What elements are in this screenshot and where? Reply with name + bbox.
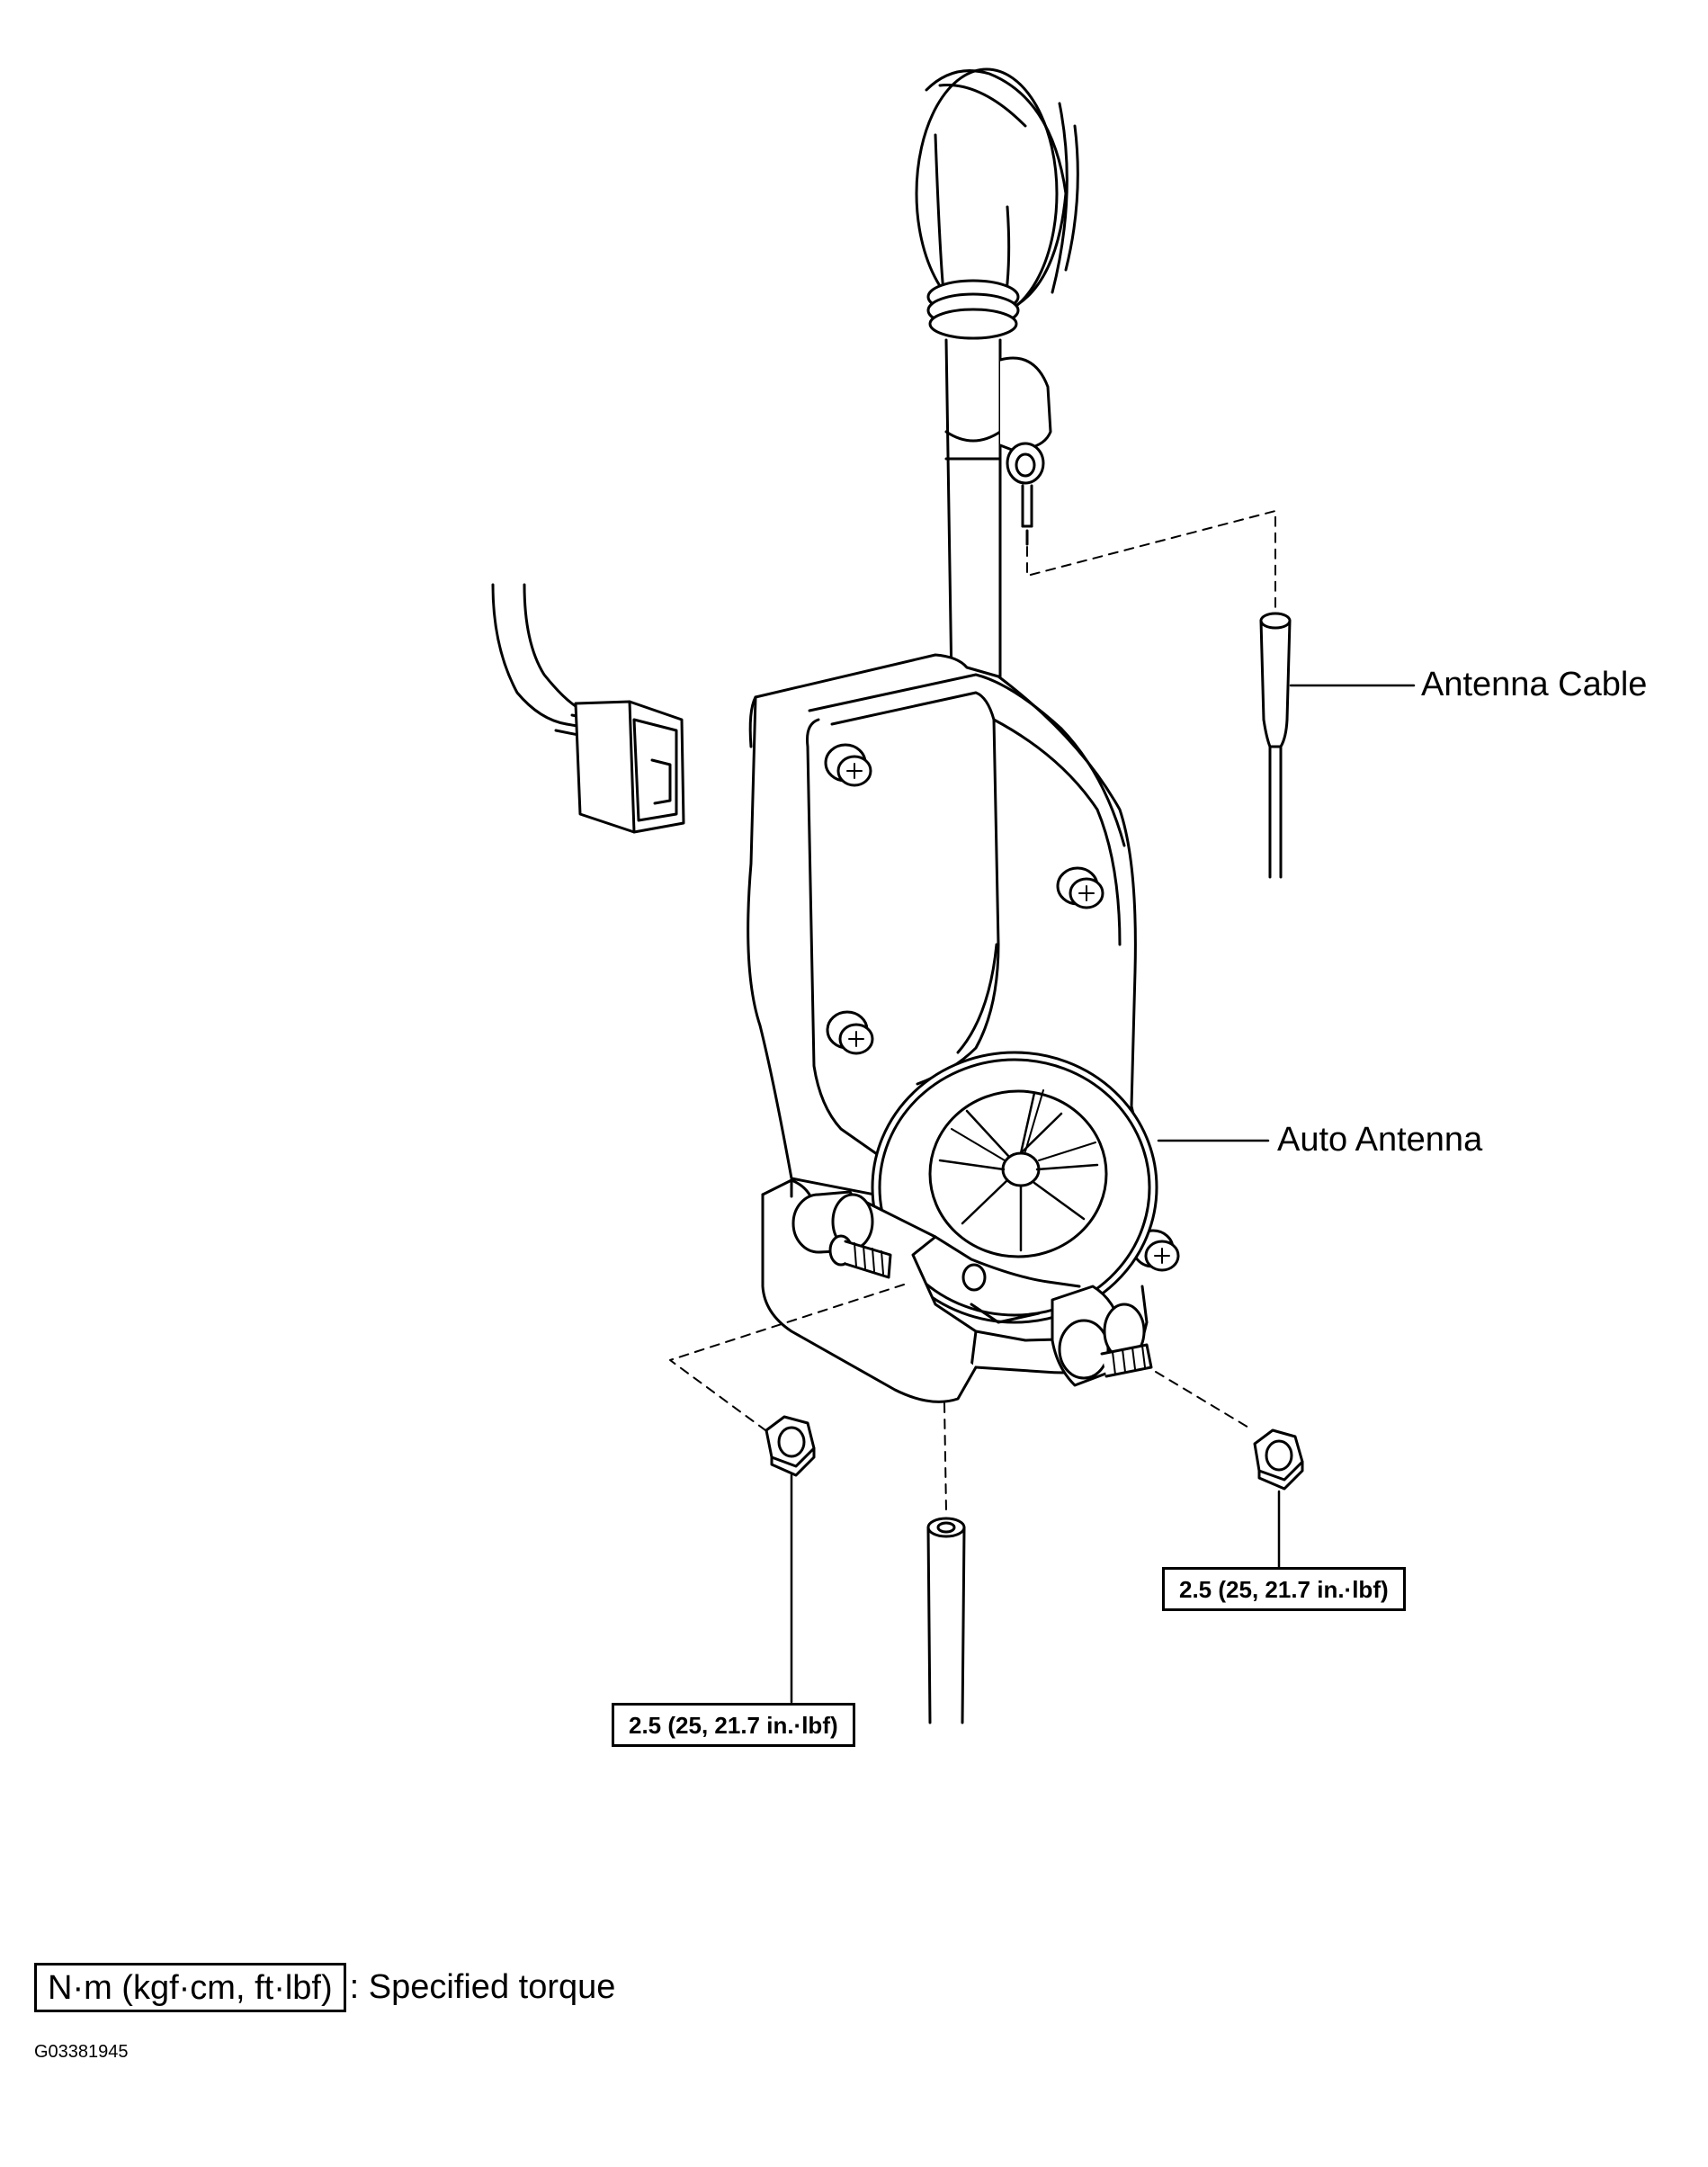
cable-reel bbox=[871, 1051, 1158, 1324]
antenna-cable-part bbox=[1259, 612, 1292, 879]
cable-route-dashed bbox=[1026, 510, 1276, 608]
housing-screw-4 bbox=[1131, 1229, 1180, 1272]
left-mounting-stud bbox=[791, 1190, 892, 1279]
left-nut bbox=[765, 1415, 816, 1477]
figure-code: G03381945 bbox=[34, 2042, 129, 2062]
torque-unit-box: N·m (kgf·cm, ft·lbf) bbox=[34, 1963, 346, 2012]
torque-legend-text: : Specified torque bbox=[349, 1968, 616, 2006]
housing-screw-1 bbox=[824, 743, 872, 787]
auto-antenna-label: Auto Antenna bbox=[1277, 1121, 1483, 1159]
antenna-mast bbox=[944, 338, 1002, 685]
antenna-cap bbox=[915, 67, 1079, 340]
right-stud-dashed bbox=[1155, 1371, 1251, 1429]
mast-cable-connector bbox=[998, 356, 1052, 546]
harness-connector bbox=[574, 700, 685, 834]
drain-dashed bbox=[943, 1402, 947, 1512]
drain-hose bbox=[926, 1517, 966, 1724]
right-nut bbox=[1253, 1428, 1304, 1491]
right-mounting-stud bbox=[1051, 1285, 1153, 1387]
housing-screw-2 bbox=[1056, 866, 1104, 909]
left-nut-torque-spec: 2.5 (25, 21.7 in.·lbf) bbox=[612, 1703, 855, 1747]
left-stud-dashed bbox=[669, 1284, 905, 1438]
right-nut-torque-spec: 2.5 (25, 21.7 in.·lbf) bbox=[1162, 1567, 1406, 1611]
antenna-cable-label: Antenna Cable bbox=[1421, 666, 1648, 703]
torque-legend: N·m (kgf·cm, ft·lbf) : Specified torque bbox=[34, 1963, 615, 2012]
housing-screw-3 bbox=[826, 1010, 874, 1055]
